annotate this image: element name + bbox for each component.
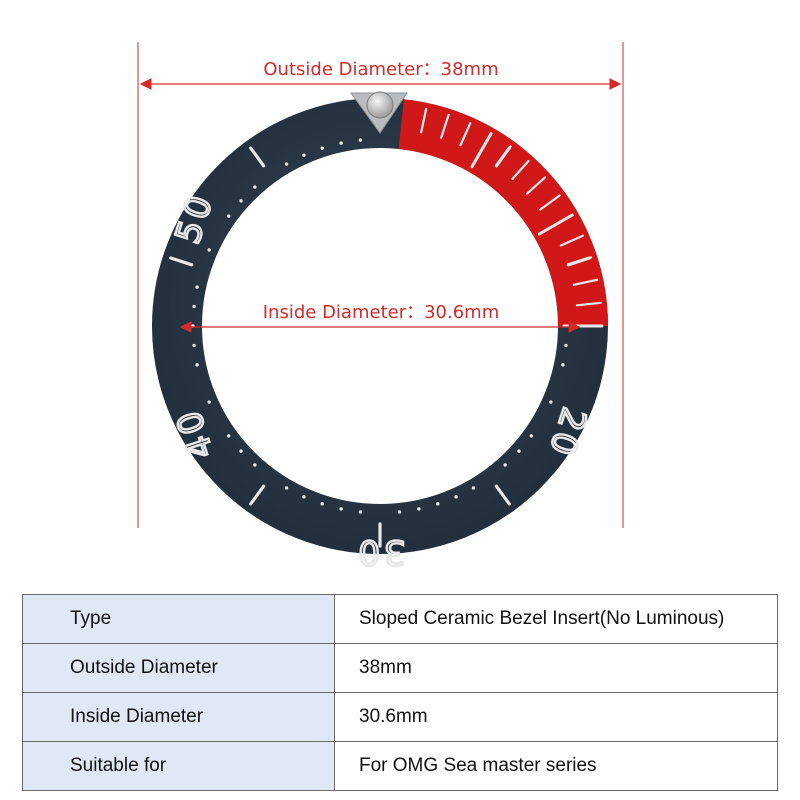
- bezel-dot: [192, 343, 196, 348]
- bezel-dot: [239, 199, 243, 203]
- bezel-dot: [227, 214, 231, 218]
- red-segment-tick: [495, 145, 512, 167]
- bezel-dot: [503, 463, 507, 467]
- row-label-type: Type: [22, 594, 335, 644]
- bezel-tick: [494, 484, 511, 506]
- bezel-dot: [195, 285, 199, 289]
- bezel-dot: [195, 363, 199, 367]
- inside-diameter-label: Inside Diameter：30.6mm: [263, 302, 500, 323]
- bezel-dot: [471, 486, 476, 490]
- table-row: Suitable for For OMG Sea master series: [22, 741, 778, 791]
- bezel-dots: [191, 138, 568, 514]
- bezel-tick: [249, 484, 266, 506]
- bezel-dot: [339, 141, 343, 145]
- row-value-suitable-for: For OMG Sea master series: [334, 741, 778, 791]
- bezel-dot: [192, 304, 196, 309]
- bezel-dot: [561, 363, 565, 367]
- red-segment-tick: [537, 213, 574, 236]
- bezel-diagram: 50 40 30 20 Outside Diameter：38mm Inside…: [137, 42, 624, 570]
- bezel-tick: [249, 146, 266, 168]
- red-segment-tick: [567, 256, 593, 266]
- red-segment-ticks: [420, 107, 604, 328]
- lume-pip-icon: [366, 91, 394, 119]
- red-segment-tick: [470, 132, 493, 169]
- bezel-dot: [529, 434, 533, 438]
- bezel-dot: [302, 153, 306, 157]
- row-value-outside-diameter: 38mm: [334, 643, 778, 693]
- bezel-dot: [358, 510, 363, 514]
- bezel-dot: [207, 400, 211, 404]
- bezel-dot: [227, 434, 231, 438]
- bezel-dot: [284, 162, 289, 166]
- red-segment-tick: [559, 234, 584, 247]
- bezel-dot: [302, 495, 306, 499]
- bezel-dot: [417, 507, 421, 511]
- row-value-inside-diameter: 30.6mm: [334, 692, 778, 742]
- bezel-dot: [358, 138, 363, 142]
- red-segment-tick: [440, 113, 450, 139]
- row-value-type: Sloped Ceramic Bezel Insert(No Luminous): [334, 594, 778, 644]
- bezel-dot: [564, 343, 568, 348]
- row-label-outside-diameter: Outside Diameter: [22, 643, 335, 693]
- spec-table: Type Sloped Ceramic Bezel Insert(No Lumi…: [22, 594, 778, 791]
- red-segment-tick: [575, 301, 602, 307]
- bezel-dot: [339, 507, 343, 511]
- table-row: Inside Diameter 30.6mm: [22, 692, 778, 742]
- red-segment-tick: [420, 107, 428, 134]
- bezel-dot: [239, 449, 243, 453]
- red-segment-tick: [459, 122, 472, 147]
- bezel-dot: [253, 185, 257, 189]
- red-segment-tick: [511, 159, 530, 180]
- row-label-inside-diameter: Inside Diameter: [22, 692, 335, 742]
- outside-diameter-label: Outside Diameter：38mm: [263, 59, 498, 80]
- bezel-dot: [436, 502, 440, 506]
- bezel-tick: [169, 256, 194, 267]
- bezel-dot: [253, 463, 257, 467]
- bezel-dot: [284, 486, 289, 490]
- table-row: Type Sloped Ceramic Bezel Insert(No Lumi…: [22, 594, 778, 644]
- red-segment-tick: [539, 194, 561, 211]
- bezel-dot: [320, 502, 324, 506]
- bezel-dot: [397, 510, 402, 514]
- table-row: Outside Diameter 38mm: [22, 643, 778, 693]
- bezel-number-30: 30: [354, 532, 405, 570]
- red-segment-tick: [526, 176, 547, 195]
- bezel-dot: [454, 495, 458, 499]
- bezel-dot: [517, 449, 521, 453]
- bezel-dot: [320, 146, 324, 150]
- red-segment-tick: [572, 278, 599, 286]
- row-label-suitable-for: Suitable for: [22, 741, 335, 791]
- bezel-dot: [207, 248, 211, 252]
- bezel-dot: [549, 400, 553, 404]
- red-segment: [398, 99, 608, 326]
